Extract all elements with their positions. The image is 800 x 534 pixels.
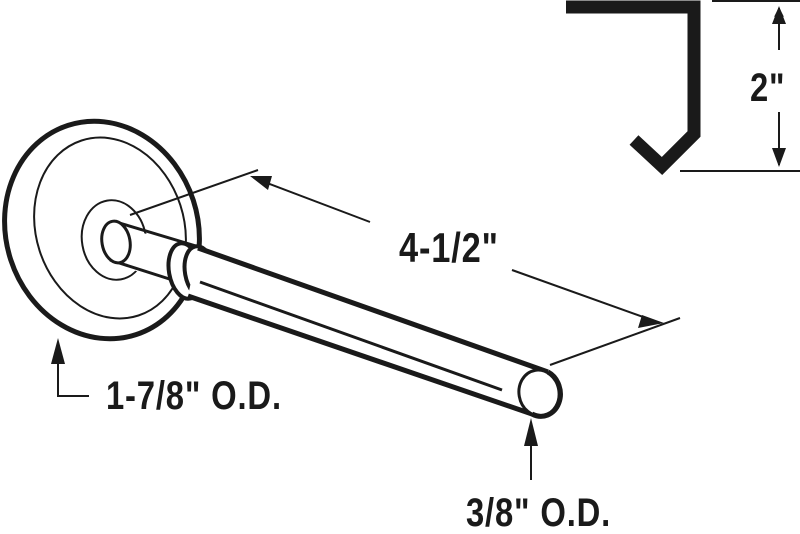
stem-length-label: 4-1/2" — [399, 224, 499, 271]
length-dimension — [129, 169, 681, 366]
roller-stem — [100, 219, 563, 419]
stem-od-leader — [524, 418, 538, 480]
wheel-od-leader — [51, 338, 89, 397]
stem-diameter-label: 3/8" O.D. — [466, 491, 612, 534]
bracket-height-label: 2" — [750, 66, 786, 110]
bracket-profile — [566, 0, 701, 176]
wheel-diameter-label: 1-7/8" O.D. — [106, 374, 282, 418]
height-dimension — [680, 0, 800, 172]
